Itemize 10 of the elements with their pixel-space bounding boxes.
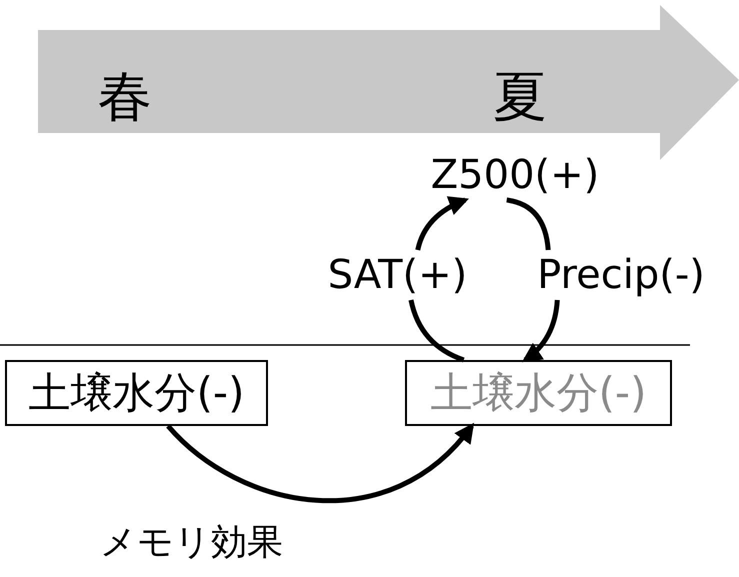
variable-label: Precip(-): [530, 250, 712, 300]
season-label: 春: [98, 70, 152, 124]
arrow: [415, 196, 469, 251]
variable-label: Z500(+): [432, 150, 598, 200]
variable-box: 土壌水分(-): [5, 360, 268, 426]
arrow: [166, 422, 474, 503]
variable-label: SAT(+): [330, 250, 465, 300]
arrow: [522, 300, 560, 362]
season-label: 夏: [493, 70, 547, 124]
variable-box: 土壌水分(-): [405, 360, 672, 426]
